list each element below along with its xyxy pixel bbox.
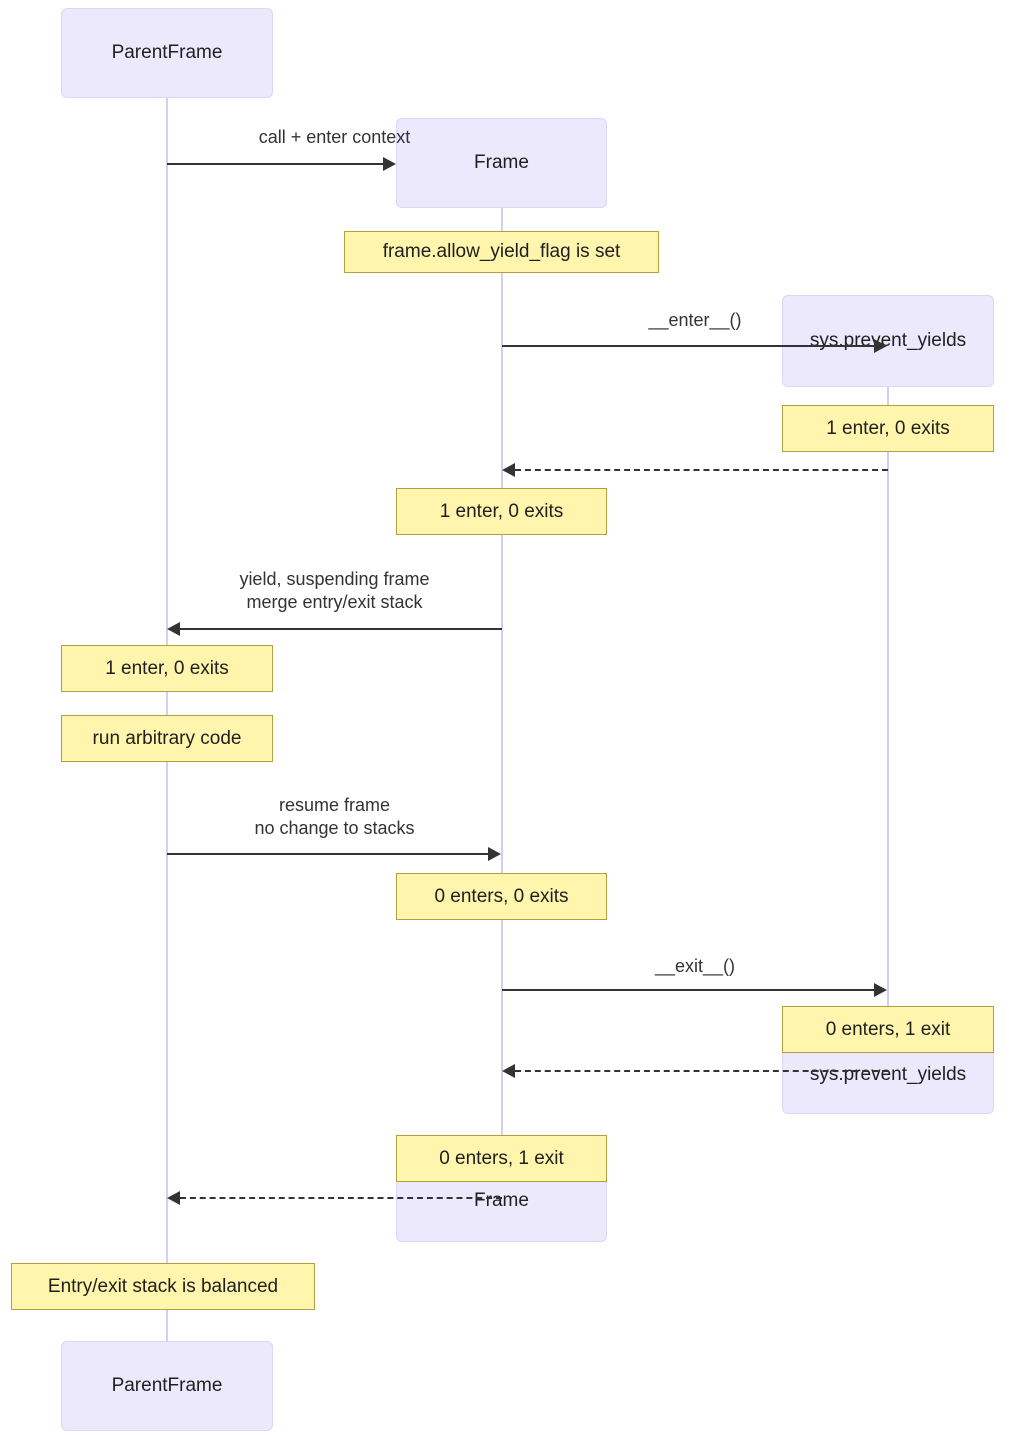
note-allow-yield-flag-label: frame.allow_yield_flag is set (382, 241, 621, 263)
note-frame-1-enter[interactable]: 1 enter, 0 exits (396, 488, 607, 535)
note-prevent-1-enter-label: 1 enter, 0 exits (826, 417, 950, 439)
msg-yield-suspend-label: yield, suspending frame merge entry/exit… (239, 569, 430, 613)
note-allow-yield-flag[interactable]: frame.allow_yield_flag is set (344, 231, 659, 273)
note-stack-balanced[interactable]: Entry/exit stack is balanced (11, 1263, 315, 1310)
msg-call-enter-context-line (167, 163, 389, 165)
actor-frame-bottom-label: Frame (474, 1190, 529, 1211)
msg-resume-frame-label: resume frame no change to stacks (254, 795, 415, 839)
note-frame-1-enter-label: 1 enter, 0 exits (439, 500, 564, 522)
msg-resume-frame-line (167, 853, 489, 855)
note-frame-0-enters[interactable]: 0 enters, 0 exits (396, 873, 607, 920)
msg-yield-suspend-line (180, 628, 502, 630)
msg-exit-return-arrowhead (502, 1064, 515, 1078)
note-parent-1-enter-label: 1 enter, 0 exits (105, 657, 229, 679)
msg-frame-return-arrowhead (167, 1191, 180, 1205)
note-prevent-1-enter[interactable]: 1 enter, 0 exits (782, 405, 994, 452)
note-frame-0-enters-label: 0 enters, 0 exits (434, 885, 569, 907)
actor-parentframe-top[interactable]: ParentFrame (61, 8, 273, 98)
lifeline-prevent-yields (887, 387, 889, 1033)
actor-parentframe-top-label: ParentFrame (111, 41, 223, 63)
msg-call-enter-context-arrowhead (383, 157, 396, 171)
note-prevent-0-enters[interactable]: 0 enters, 1 exit (782, 1006, 994, 1053)
msg-enter-return-arrowhead (502, 463, 515, 477)
msg-exit-line (502, 989, 875, 991)
msg-enter-return-line (515, 469, 888, 471)
msg-resume-frame-arrowhead (488, 847, 501, 861)
lifeline-frame (501, 208, 503, 1183)
msg-frame-return-line (180, 1197, 502, 1199)
actor-parentframe-bottom[interactable]: ParentFrame (61, 1341, 273, 1431)
msg-enter-arrowhead (874, 339, 887, 353)
note-prevent-0-enters-label: 0 enters, 1 exit (825, 1018, 951, 1040)
msg-exit-label: __exit__() (654, 956, 736, 976)
actor-parentframe-bottom-label: ParentFrame (111, 1374, 223, 1396)
actor-prevent-yields-top-label: sys.prevent_yields (809, 329, 967, 351)
note-frame-0-enters-1[interactable]: 0 enters, 1 exit (396, 1135, 607, 1182)
msg-enter-line (502, 345, 875, 347)
note-frame-0-enters-1-label: 0 enters, 1 exit (439, 1147, 564, 1169)
msg-yield-suspend-arrowhead (167, 622, 180, 636)
actor-frame-top-label: Frame (474, 151, 529, 173)
actor-prevent-yields-bottom-label: sys.prevent_yields (809, 1064, 967, 1085)
msg-enter-label: __enter__() (648, 310, 742, 330)
actor-frame-top[interactable]: Frame (396, 118, 607, 208)
msg-exit-arrowhead (874, 983, 887, 997)
note-parent-1-enter[interactable]: 1 enter, 0 exits (61, 645, 273, 692)
note-run-arbitrary-code[interactable]: run arbitrary code (61, 715, 273, 762)
note-run-arbitrary-code-label: run arbitrary code (92, 727, 242, 749)
msg-call-enter-context-label: call + enter context (258, 127, 411, 147)
msg-exit-return-line (515, 1070, 888, 1072)
note-stack-balanced-label: Entry/exit stack is balanced (47, 1275, 279, 1297)
